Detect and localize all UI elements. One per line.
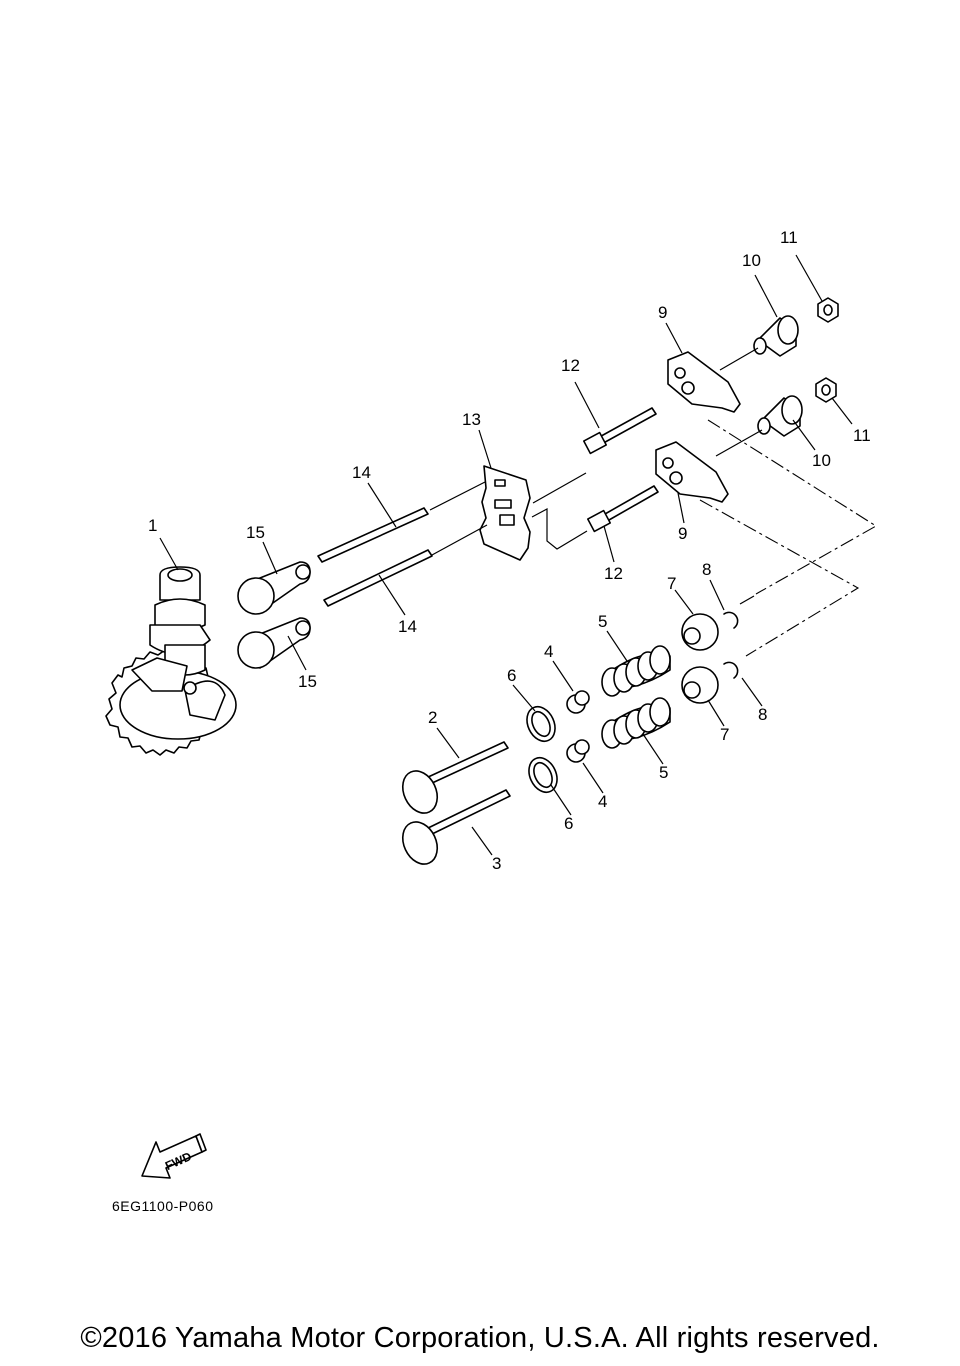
callout-10: 10 [742,251,761,270]
part-cotters[interactable] [723,611,739,679]
callout-labels: 1 2 3 4 4 5 5 6 6 7 7 8 8 9 9 10 10 11 1… [148,228,871,873]
callout-8: 8 [702,560,711,579]
callout-10: 10 [812,451,831,470]
part-stem-seals[interactable] [566,690,590,763]
callout-14: 14 [352,463,371,482]
callout-15: 15 [246,523,265,542]
part-retainers[interactable] [681,613,719,704]
part-rocker-arms[interactable] [655,351,741,503]
callout-12: 12 [561,356,580,375]
callout-7: 7 [720,725,729,744]
leader-lines [159,254,853,856]
callout-7: 7 [667,574,676,593]
part-washers[interactable] [522,702,563,797]
part-springs[interactable] [601,645,671,749]
callout-6: 6 [564,814,573,833]
part-pivots[interactable] [753,315,803,437]
callout-15: 15 [298,672,317,691]
callout-5: 5 [659,763,668,782]
fwd-arrow-icon: FWD [141,1133,207,1179]
callout-14: 14 [398,617,417,636]
part-camshaft[interactable] [105,566,237,756]
copyright-notice: ©2016 Yamaha Motor Corporation, U.S.A. A… [80,1322,880,1354]
callout-11: 11 [780,228,798,247]
callout-9: 9 [658,303,667,322]
callout-3: 3 [492,854,501,873]
callout-6: 6 [507,666,516,685]
part-studs[interactable] [582,407,659,533]
callout-2: 2 [428,708,437,727]
callout-4: 4 [598,792,607,811]
callout-9: 9 [678,524,687,543]
part-tappets[interactable] [237,561,311,669]
part-valves[interactable] [396,741,511,870]
callout-13: 13 [462,410,481,429]
callout-1: 1 [148,516,157,535]
part-nuts[interactable] [815,297,839,403]
callout-5: 5 [598,612,607,631]
part-guide-plate[interactable] [479,465,531,561]
callout-12: 12 [604,564,623,583]
callout-11: 11 [853,426,871,445]
callout-4: 4 [544,642,553,661]
part-push-rods[interactable] [317,507,433,607]
callout-8: 8 [758,705,767,724]
diagram-code: 6EG1100-P060 [112,1198,214,1214]
